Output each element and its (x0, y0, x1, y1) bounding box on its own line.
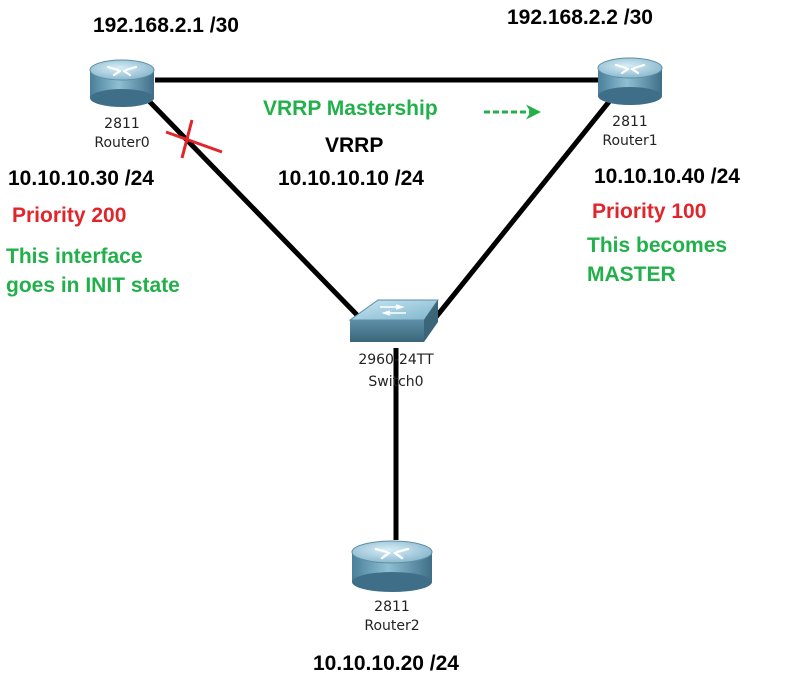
vrrp-virtual-ip: 10.10.10.10 /24 (278, 167, 424, 190)
interface-failure-x-icon (165, 119, 223, 159)
switch0-name: Switch0 (368, 374, 424, 390)
router1-note-line1: This becomes (587, 234, 728, 257)
router0-model: 2811 (104, 116, 140, 132)
router1-note-line2: MASTER (587, 263, 676, 286)
router1-icon[interactable] (597, 57, 663, 105)
router1-model: 2811 (612, 114, 648, 130)
router2-icon[interactable] (351, 540, 433, 592)
router2-model: 2811 (374, 599, 410, 615)
switch0-icon[interactable] (348, 299, 439, 342)
vrrp-label: VRRP (325, 134, 384, 157)
router1-wan-ip: 192.168.2.2 /30 (507, 6, 653, 29)
router0-note-line1: This interface (6, 245, 143, 268)
link-router0-switch0 (146, 98, 362, 320)
router0-wan-ip: 192.168.2.1 /30 (93, 14, 239, 37)
link-router1-switch0 (430, 96, 614, 324)
router0-note-line2: goes in INIT state (6, 274, 180, 297)
router1-lan-ip: 10.10.10.40 /24 (594, 165, 740, 188)
router0-priority: Priority 200 (12, 204, 127, 227)
router0-lan-ip: 10.10.10.30 /24 (8, 167, 154, 190)
router1-name: Router1 (602, 133, 658, 149)
router2-name: Router2 (364, 618, 420, 634)
router0-icon[interactable] (89, 59, 155, 107)
router0-name: Router0 (94, 135, 150, 151)
switch0-model: 2960-24TT (358, 352, 434, 368)
router1-priority: Priority 100 (592, 200, 707, 223)
router2-lan-ip: 10.10.10.20 /24 (313, 652, 459, 675)
vrrp-mastership-label: VRRP Mastership (263, 97, 438, 120)
